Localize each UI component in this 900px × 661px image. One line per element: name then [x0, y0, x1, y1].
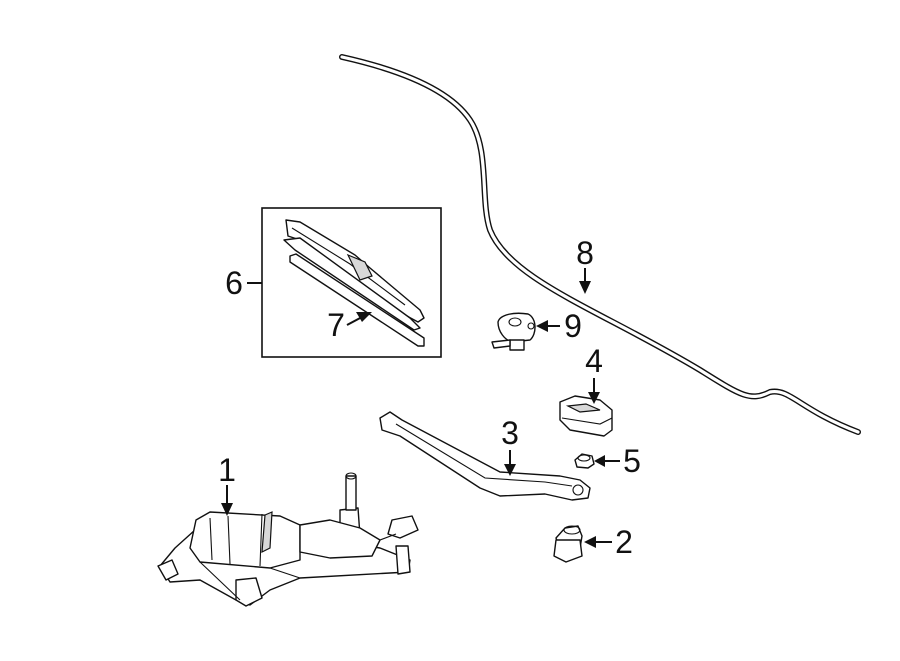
callout-labels: 1 2 3 4 5 6 7 8 9: [218, 235, 641, 560]
arrow-2: [584, 536, 596, 548]
wiper-arm: [379, 411, 591, 501]
nut: [574, 453, 595, 469]
callout-6: 6: [225, 265, 243, 301]
leader-lines: [221, 268, 620, 548]
leader-7: [346, 316, 363, 326]
arrow-3: [504, 464, 516, 476]
callout-1: 1: [218, 452, 236, 488]
wiper-motor: [157, 472, 419, 607]
arrow-9: [536, 320, 548, 332]
callout-4: 4: [585, 343, 603, 379]
callout-5: 5: [623, 443, 641, 479]
wiper-blade: [283, 219, 425, 331]
callout-9: 9: [564, 308, 582, 344]
grommet: [553, 525, 583, 563]
arrow-1: [221, 503, 233, 516]
callout-2: 2: [615, 524, 633, 560]
arrow-8: [579, 281, 591, 294]
callout-7: 7: [327, 307, 345, 343]
arm-cap: [559, 395, 613, 437]
blade-insert: [289, 253, 425, 347]
washer-nozzle: [491, 312, 536, 351]
arrow-7: [356, 312, 372, 322]
arrow-5: [594, 455, 605, 467]
callout-8: 8: [576, 235, 594, 271]
arrow-4: [588, 392, 600, 404]
callout-3: 3: [501, 415, 519, 451]
washer-hose: [339, 54, 861, 435]
